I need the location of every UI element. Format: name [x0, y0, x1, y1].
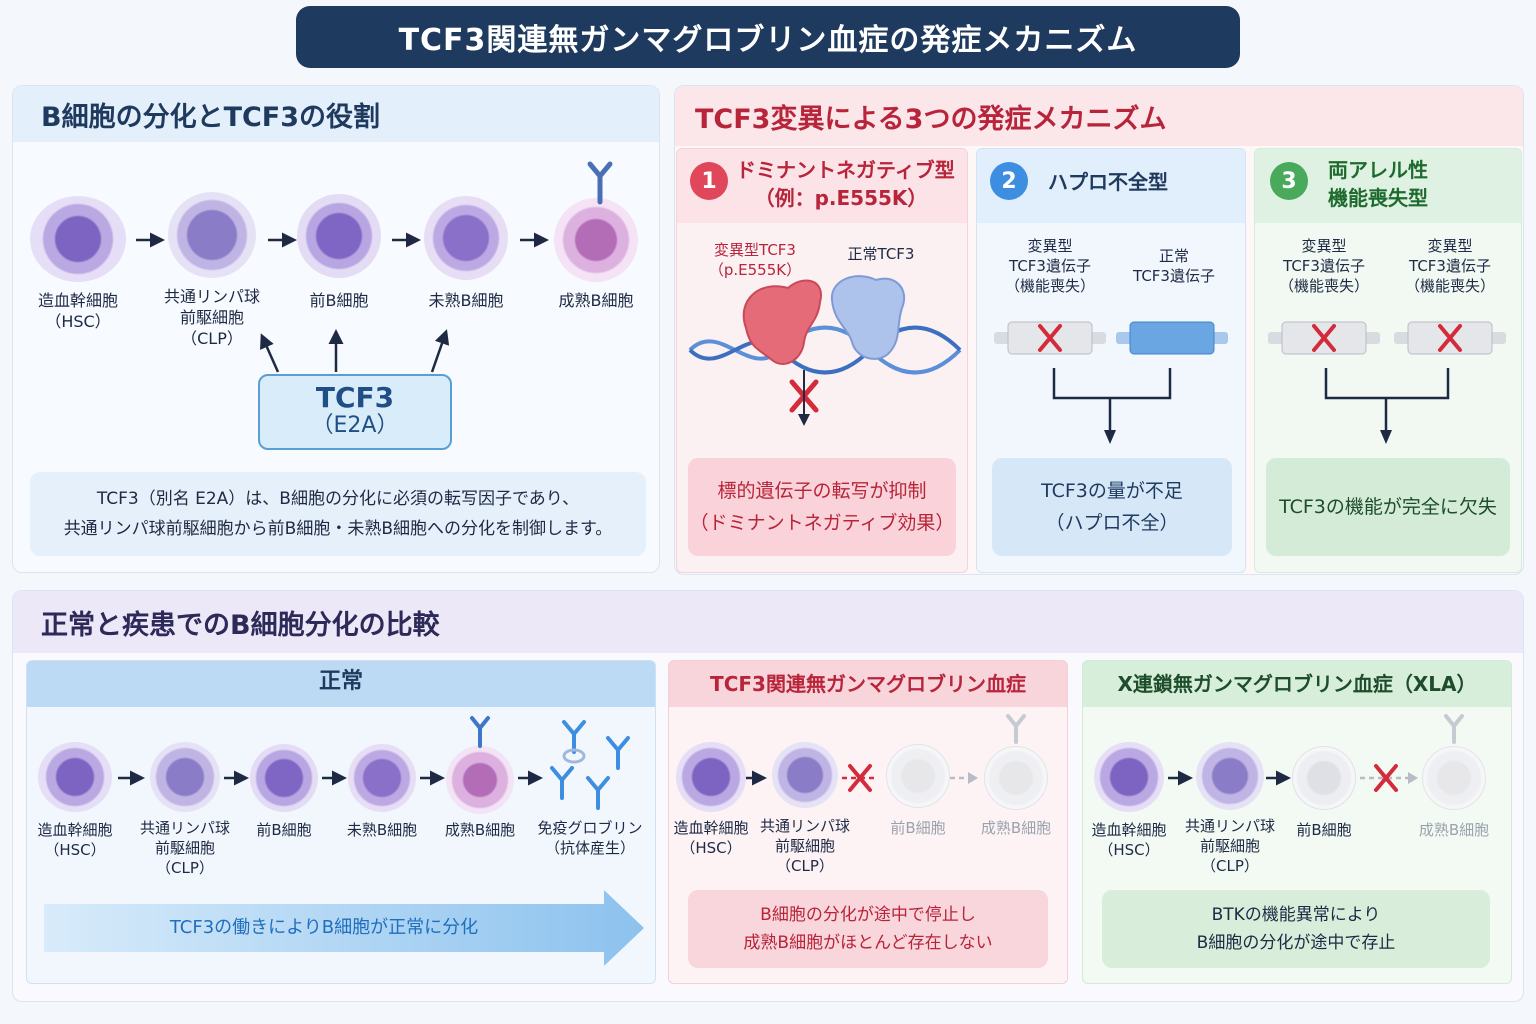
pre-b-cell-faded-icon — [1292, 746, 1356, 810]
clp-cell-icon — [150, 742, 220, 812]
mechanism-1-number: 1 — [690, 162, 728, 200]
normal-banner-arrow — [44, 890, 644, 966]
normal-caption-pre-b: 前B細胞 — [256, 821, 312, 839]
main-title: TCF3関連無ガンマグロブリン血症の発症メカニズム — [296, 6, 1240, 68]
mechanism-3-title: 両アレル性機能喪失型 — [1328, 158, 1428, 210]
hsc-cell-icon — [38, 742, 112, 812]
mechanism-3-number: 3 — [1270, 162, 1308, 200]
tcf3-result: B細胞の分化が途中で停止し成熟B細胞がほとんど存在しない — [688, 890, 1048, 968]
mechanism-1-title: ドミナントネガティブ型（例：p.E555K） — [736, 158, 955, 210]
stage-caption-mature-b: 成熟B細胞 — [558, 291, 634, 310]
hsc-cell-icon — [676, 742, 746, 812]
normal-tcf3-label: 正常TCF3 — [847, 245, 915, 263]
mechanism-2-number: 2 — [990, 162, 1028, 200]
tcf3-factor-alias: （E2A） — [311, 413, 399, 438]
stage-caption-hsc: 造血幹細胞（HSC） — [37, 291, 118, 331]
tcf3-factor-box: TCF3 （E2A） — [258, 374, 452, 450]
clp-cell-icon — [168, 192, 256, 278]
xla-caption-hsc: 造血幹細胞（HSC） — [1091, 821, 1167, 859]
tcf3-flow-arrows — [746, 714, 1026, 792]
top-left-arrows — [136, 161, 613, 373]
xla-caption-pre-b: 前B細胞 — [1296, 821, 1352, 839]
stage-caption-immature-b: 未熟B細胞 — [428, 291, 504, 310]
xla-caption-clp: 共通リンパ球前駆細胞（CLP） — [1184, 817, 1275, 875]
mature-b-cell-faded-icon — [984, 746, 1048, 810]
tcf3-agammaglobulinemia-heading: TCF3関連無ガンマグロブリン血症 — [710, 672, 1026, 696]
tcf3-factor-name: TCF3 — [315, 381, 395, 414]
pre-b-cell-icon — [297, 194, 381, 278]
immature-b-cell-icon — [424, 196, 508, 280]
mature-b-cell-icon — [446, 746, 514, 814]
tcf3-caption-clp: 共通リンパ球前駆細胞（CLP） — [759, 817, 850, 875]
panel-heading: TCF3変異による3つの発症メカニズム — [675, 86, 1523, 146]
pre-b-cell-icon — [250, 744, 318, 812]
normal-caption-immature-b: 未熟B細胞 — [346, 821, 418, 839]
clp-cell-icon — [1196, 742, 1264, 810]
panel-heading: B細胞の分化とTCF3の役割 — [13, 86, 659, 142]
panel-heading-text: 正常と疾患でのB細胞分化の比較 — [41, 609, 440, 641]
normal-caption-mature-b: 成熟B細胞 — [444, 821, 516, 839]
stage-caption-pre-b: 前B細胞 — [309, 291, 369, 310]
normal-caption-immunoglobulin: 免疫グロブリン（抗体産生） — [537, 819, 643, 857]
xla-heading: X連鎖無ガンマグロブリン血症（XLA） — [1117, 672, 1477, 696]
normal-banner-text: TCF3の働きによりB細胞が正常に分化 — [169, 917, 479, 938]
stage-caption-clp: 共通リンパ球前駆細胞（CLP） — [163, 287, 260, 348]
immature-b-cell-icon — [348, 744, 416, 812]
tcf3-caption-mature-b: 成熟B細胞 — [980, 819, 1052, 837]
haploinsufficiency-illustration — [994, 321, 1228, 444]
biallelic-loss-illustration — [1268, 321, 1506, 444]
tcf3-caption-pre-b: 前B細胞 — [890, 819, 946, 837]
normal-flow-arrows — [118, 716, 630, 810]
clp-cell-icon — [772, 742, 838, 808]
panel-heading-text: B細胞の分化とTCF3の役割 — [41, 101, 381, 133]
dominant-negative-illustration — [688, 275, 962, 426]
mutant-tcf3-label: 変異型TCF3（p.E555K） — [708, 241, 802, 279]
normal-caption-clp: 共通リンパ球前駆細胞（CLP） — [139, 819, 230, 877]
mechanism-2-result: TCF3の量が不足（ハプロ不全） — [992, 458, 1232, 556]
mature-b-cell-faded-icon — [1422, 746, 1486, 810]
mature-b-cell-icon — [554, 198, 638, 282]
tcf3-caption-hsc: 造血幹細胞（HSC） — [673, 819, 749, 857]
mechanism-3-result: TCF3の機能が完全に欠失 — [1266, 458, 1510, 556]
pre-b-cell-faded-icon — [886, 744, 950, 808]
mechanism-1-result: 標的遺伝子の転写が抑制（ドミナントネガティブ効果） — [688, 458, 956, 556]
panel-heading-text: TCF3変異による3つの発症メカニズム — [695, 103, 1167, 135]
tcf3-description: TCF3（別名 E2A）は、B細胞の分化に必須の転写因子であり、 共通リンパ球前… — [30, 472, 646, 556]
normal-caption-hsc: 造血幹細胞（HSC） — [37, 821, 113, 859]
xla-caption-mature-b: 成熟B細胞 — [1418, 821, 1490, 839]
hsc-cell-icon — [30, 196, 126, 282]
xla-flow-arrows — [1168, 714, 1464, 792]
mechanism-2-title: ハプロ不全型 — [1048, 170, 1168, 194]
panel-heading: 正常と疾患でのB細胞分化の比較 — [13, 591, 1523, 653]
hsc-cell-icon — [1094, 742, 1164, 812]
normal-heading: 正常 — [318, 669, 363, 694]
